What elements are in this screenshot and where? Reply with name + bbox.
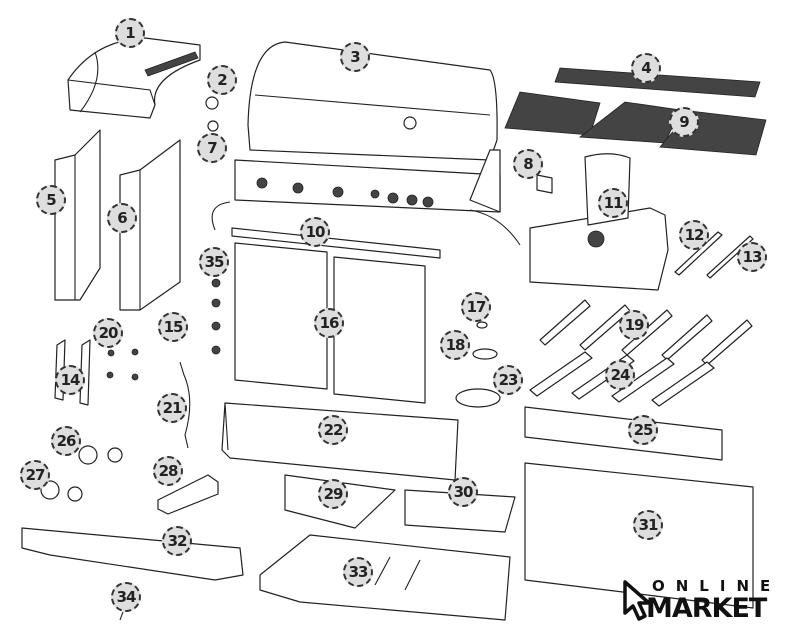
callout-number: 17 <box>466 298 487 316</box>
callout-number: 11 <box>603 194 624 212</box>
callout-number: 32 <box>167 532 188 550</box>
callout-number: 29 <box>323 485 344 503</box>
callout-number: 34 <box>116 588 137 606</box>
callout-4: 4 <box>631 53 661 83</box>
callout-34: 34 <box>111 582 141 612</box>
callout-number: 15 <box>163 318 184 336</box>
callout-number: 33 <box>348 563 369 581</box>
callout-number: 24 <box>610 366 631 384</box>
callout-24: 24 <box>605 360 635 390</box>
callout-32: 32 <box>162 526 192 556</box>
callout-9: 9 <box>669 107 699 137</box>
callout-6: 6 <box>107 203 137 233</box>
callout-1: 1 <box>115 18 145 48</box>
callout-number: 28 <box>158 462 179 480</box>
callout-number: 20 <box>98 324 119 342</box>
callout-number: 22 <box>323 421 344 439</box>
callout-23: 23 <box>493 365 523 395</box>
logo-line2: MARKET <box>646 593 767 624</box>
callout-number: 31 <box>638 516 659 534</box>
callout-16: 16 <box>314 308 344 338</box>
callout-number: 12 <box>684 226 705 244</box>
callout-5: 5 <box>36 185 66 215</box>
callout-35: 35 <box>199 247 229 277</box>
callout-number: 8 <box>523 155 533 173</box>
callout-27: 27 <box>20 460 50 490</box>
callout-30: 30 <box>448 477 478 507</box>
part-side-shelf-cover <box>67 37 201 119</box>
callout-15: 15 <box>158 312 188 342</box>
callout-number: 4 <box>641 59 651 77</box>
callout-number: 16 <box>319 314 340 332</box>
callout-number: 6 <box>117 209 127 227</box>
callout-number: 9 <box>679 113 689 131</box>
callout-number: 19 <box>624 316 645 334</box>
callout-number: 1 <box>125 24 135 42</box>
callout-number: 27 <box>25 466 46 484</box>
callout-25: 25 <box>628 415 658 445</box>
callout-14: 14 <box>55 365 85 395</box>
callout-3: 3 <box>340 42 370 72</box>
part-lid <box>211 41 521 246</box>
callout-21: 21 <box>157 393 187 423</box>
callout-number: 18 <box>445 336 466 354</box>
callout-8: 8 <box>513 149 543 179</box>
callout-13: 13 <box>737 242 767 272</box>
callout-10: 10 <box>300 217 330 247</box>
callout-number: 26 <box>56 432 77 450</box>
callout-18: 18 <box>440 330 470 360</box>
callout-31: 31 <box>633 510 663 540</box>
callout-number: 13 <box>742 248 763 266</box>
callout-20: 20 <box>93 318 123 348</box>
callout-number: 2 <box>217 71 227 89</box>
callout-11: 11 <box>598 188 628 218</box>
callout-number: 35 <box>204 253 225 271</box>
callout-29: 29 <box>318 479 348 509</box>
callout-28: 28 <box>153 456 183 486</box>
callout-26: 26 <box>51 426 81 456</box>
cursor-arrow-icon <box>623 580 651 621</box>
logo-line1: ONLINE <box>652 577 782 595</box>
callout-19: 19 <box>619 310 649 340</box>
callout-number: 10 <box>305 223 326 241</box>
callout-number: 14 <box>60 371 81 389</box>
callout-2: 2 <box>207 65 237 95</box>
callout-number: 25 <box>633 421 654 439</box>
callout-22: 22 <box>318 415 348 445</box>
callout-7: 7 <box>197 133 227 163</box>
callout-33: 33 <box>343 557 373 587</box>
callout-number: 30 <box>453 483 474 501</box>
callout-17: 17 <box>461 292 491 322</box>
callout-number: 7 <box>207 139 217 157</box>
callout-12: 12 <box>679 220 709 250</box>
callout-number: 3 <box>350 48 360 66</box>
online-market-logo: ONLINE MARKET <box>622 575 772 631</box>
callout-number: 21 <box>162 399 183 417</box>
callout-number: 23 <box>498 371 519 389</box>
callout-number: 5 <box>46 191 56 209</box>
